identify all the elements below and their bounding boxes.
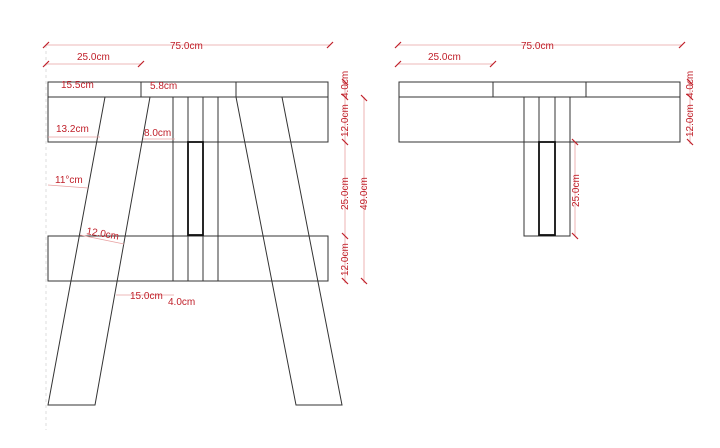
dim-tick	[489, 60, 497, 68]
dim-label: 12.0cm	[340, 104, 351, 137]
dim-tick	[686, 78, 694, 86]
dim-label: 25.0cm	[428, 52, 461, 63]
dim-label: 11°cm	[55, 175, 83, 186]
dim-tick	[341, 93, 349, 101]
dim-label: 8.0cm	[144, 128, 171, 139]
right-leg	[235, 96, 343, 406]
mortise-slot	[187, 141, 204, 236]
dim-label: 12.0cm	[685, 104, 696, 137]
dim-label: 25.0cm	[77, 52, 110, 63]
center-post	[172, 96, 219, 282]
dim-label: 4.0cm	[340, 71, 351, 98]
dim-tick	[571, 232, 579, 240]
mortise-slot	[538, 141, 556, 236]
dim-label: 75.0cm	[170, 41, 203, 52]
dim-tick	[394, 41, 402, 49]
dim-tick	[394, 60, 402, 68]
side-view: 75.0cm 25.0cm 4.0cm 12.0cm 25.0cm	[394, 41, 696, 240]
dim-label: 25.0cm	[340, 177, 351, 210]
dim-tick	[686, 93, 694, 101]
dim-label: 4.0cm	[685, 71, 696, 98]
dim-tick	[42, 60, 50, 68]
dim-tick	[341, 138, 349, 146]
dim-line	[79, 234, 125, 245]
dim-label: 15.0cm	[130, 291, 163, 302]
left-leg	[47, 96, 151, 406]
dim-label: 15.5cm	[61, 80, 94, 91]
dim-tick	[686, 138, 694, 146]
dim-tick	[571, 138, 579, 146]
table-top	[398, 81, 681, 98]
dim-tick	[137, 60, 145, 68]
dim-tick	[341, 277, 349, 285]
dim-line	[47, 184, 89, 189]
dim-label: 25.0cm	[571, 174, 582, 207]
dim-label: 75.0cm	[521, 41, 554, 52]
dim-label: 12.0cm	[85, 226, 119, 243]
dim-label: 13.2cm	[56, 124, 89, 135]
dim-tick	[360, 277, 368, 285]
dim-tick	[341, 78, 349, 86]
dim-tick	[326, 41, 334, 49]
center-post	[523, 96, 571, 237]
dim-label: 49.0cm	[359, 177, 370, 210]
dim-label: 5.8cm	[150, 81, 177, 92]
dim-tick	[42, 41, 50, 49]
dim-tick	[341, 232, 349, 240]
front-view: 75.0cm 25.0cm 15.5cm 5.8cm 13.2cm 8.0cm …	[42, 41, 370, 430]
dim-tick	[678, 41, 686, 49]
dim-tick	[360, 94, 368, 102]
dim-label: 4.0cm	[168, 297, 195, 308]
dim-label: 12.0cm	[340, 243, 351, 276]
